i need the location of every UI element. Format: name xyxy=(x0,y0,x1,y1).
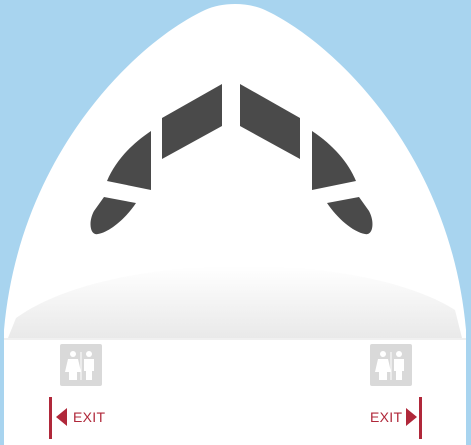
exit-door-marker xyxy=(49,397,52,439)
cockpit-window-right-side xyxy=(312,131,356,190)
cockpit-window-left-side xyxy=(107,131,151,190)
arrow-left-icon xyxy=(56,408,67,426)
restroom-icon xyxy=(370,344,412,386)
arrow-right-icon xyxy=(406,408,417,426)
cockpit-window-left-outer xyxy=(90,197,136,235)
cockpit-window-right-front xyxy=(240,84,300,159)
restroom-sign-right xyxy=(370,344,412,386)
cockpit-floor-shadow xyxy=(8,265,462,338)
exit-label: EXIT xyxy=(370,409,403,425)
cockpit-window-left-front xyxy=(162,84,222,159)
exit-door-marker xyxy=(419,397,422,439)
restroom-sign-left xyxy=(60,344,102,386)
cockpit-window-right-outer xyxy=(327,197,373,235)
restroom-icon xyxy=(60,344,102,386)
exit-label: EXIT xyxy=(73,409,106,425)
